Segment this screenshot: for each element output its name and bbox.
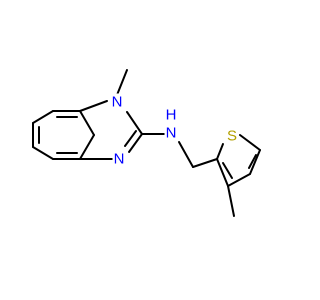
bond: [79, 134, 95, 160]
bond: [32, 146, 54, 160]
bond: [32, 110, 54, 124]
bond: [116, 69, 128, 96]
bond: [249, 149, 261, 175]
atom-n1-label: N: [110, 93, 124, 111]
bond: [79, 110, 95, 136]
bond: [128, 133, 143, 153]
bond: [216, 158, 229, 187]
bond: [227, 173, 251, 187]
atom-s-label: S: [225, 127, 239, 145]
bond: [178, 141, 194, 168]
molecule-canvas: N N N H S: [32, 69, 261, 217]
double-bond-inner: [222, 162, 233, 179]
bond: [126, 111, 143, 135]
atom-n3-label: N: [112, 150, 126, 168]
atom-h-label: H: [164, 106, 178, 124]
double-bond-inner: [124, 130, 137, 147]
bond: [216, 143, 224, 160]
double-bond-inner: [248, 154, 257, 169]
bond: [239, 134, 261, 151]
bond: [192, 158, 218, 168]
atom-nh-label: N: [164, 124, 178, 142]
bond: [227, 185, 235, 217]
structure-drawing: [32, 69, 261, 217]
bond: [79, 100, 108, 112]
